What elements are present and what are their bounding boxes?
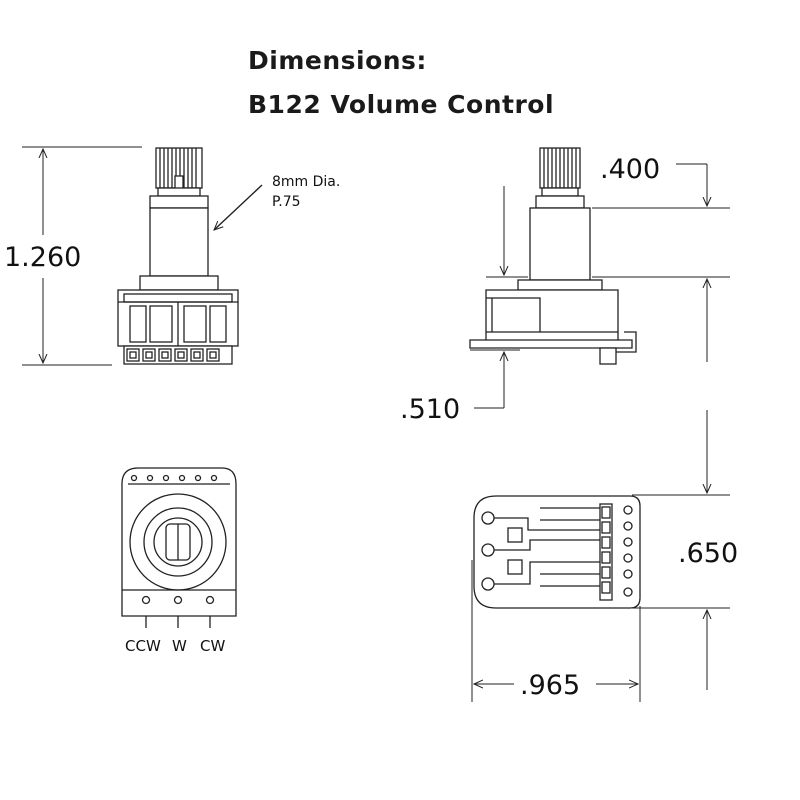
body-height-dimension (470, 349, 520, 409)
shaft-callout-leader (214, 184, 263, 230)
board-length-dimension (471, 560, 641, 702)
shaft-callout-line2: P.75 (272, 194, 301, 210)
pcb-view (473, 495, 641, 609)
terminal-label-cw: CW (200, 637, 225, 655)
front-terminals (123, 345, 233, 365)
overall-height-label: 1.260 (4, 242, 81, 273)
terminal-label-w: W (172, 637, 187, 655)
bottom-view (121, 467, 237, 628)
page-title: Dimensions: (248, 46, 427, 75)
shaft-knurl (155, 147, 203, 197)
board-height-label: .650 (678, 538, 738, 569)
shaft-callout-line1: 8mm Dia. (272, 174, 340, 190)
page-subtitle: B122 Volume Control (248, 90, 555, 119)
front-view (117, 147, 239, 365)
board-height-dimension (632, 410, 730, 690)
board-length-label: .965 (520, 670, 580, 701)
terminal-label-ccw: CCW (125, 637, 161, 655)
bushing-flange (149, 195, 209, 209)
overall-height-dimension (22, 146, 142, 366)
body-height-label: .510 (400, 394, 460, 425)
shaft-length-dimension (486, 163, 730, 362)
side-view (469, 147, 637, 365)
bushing (149, 207, 209, 277)
shaft-length-label: .400 (600, 154, 660, 185)
